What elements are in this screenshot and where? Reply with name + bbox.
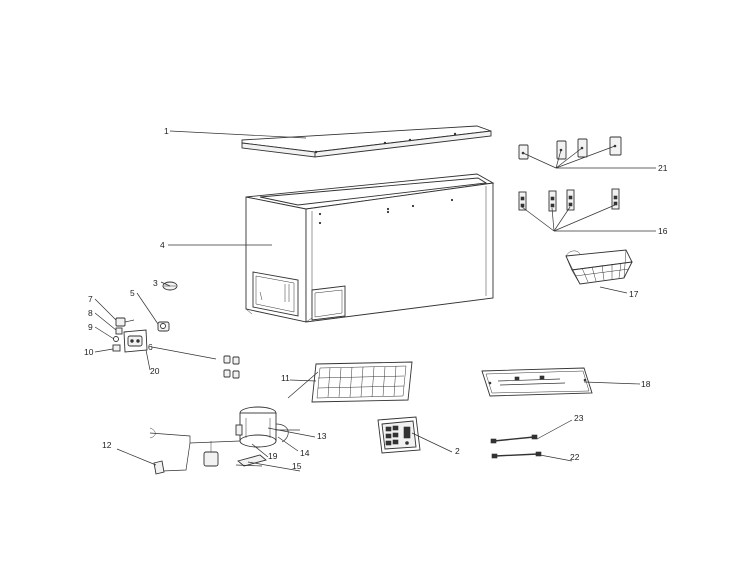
callout-21: 21 [658, 163, 668, 173]
part-9-screw [113, 336, 119, 342]
part-22-sensor [491, 451, 542, 459]
callout-13: 13 [317, 431, 327, 441]
callout-14: 14 [300, 448, 310, 458]
part-16-brackets [518, 188, 620, 212]
callout-23: 23 [574, 413, 584, 423]
callout-18: 18 [641, 379, 651, 389]
callout-22: 22 [570, 452, 580, 462]
part-4-cabinet [245, 173, 495, 323]
part-8-terminal [115, 327, 123, 335]
callout-12: 12 [102, 440, 112, 450]
leader-lines [94, 130, 656, 472]
part-17-basket [565, 249, 633, 285]
callout-labels: 1 4 3 5 7 8 9 10 6 20 11 18 12 13 14 15 … [84, 126, 668, 471]
part-11-pipe [287, 371, 319, 399]
callout-16: 16 [658, 226, 668, 236]
part-18-plate [481, 367, 593, 397]
callout-17: 17 [629, 289, 639, 299]
part-5-lamp-socket [157, 321, 170, 332]
callout-8: 8 [88, 308, 93, 318]
callout-20: 20 [150, 366, 160, 376]
callout-19: 19 [268, 451, 278, 461]
part-15-base-clip [235, 454, 267, 467]
part-2-board [377, 416, 421, 454]
part-10-clip [112, 344, 121, 352]
callout-5: 5 [130, 288, 135, 298]
part-12-capillary-line [149, 427, 241, 475]
part-7-switch [115, 317, 135, 327]
part-14-tubing [275, 423, 300, 443]
part-13-compressor [235, 406, 277, 448]
callout-4: 4 [160, 240, 165, 250]
part-21-hinges [518, 136, 622, 160]
callout-2: 2 [455, 446, 460, 456]
callout-11: 11 [281, 373, 290, 383]
callout-1: 1 [164, 126, 169, 136]
callout-6: 6 [148, 342, 153, 352]
part-6-feet [223, 355, 240, 379]
part-11-condenser [311, 361, 413, 403]
callout-9: 9 [88, 322, 93, 332]
callout-10: 10 [84, 347, 94, 357]
part-23-sensor [490, 434, 538, 444]
part-6-control-box [123, 329, 148, 353]
part-1-lid [241, 125, 492, 158]
callout-15: 15 [292, 461, 302, 471]
callout-3: 3 [153, 278, 158, 288]
callout-7: 7 [88, 294, 93, 304]
